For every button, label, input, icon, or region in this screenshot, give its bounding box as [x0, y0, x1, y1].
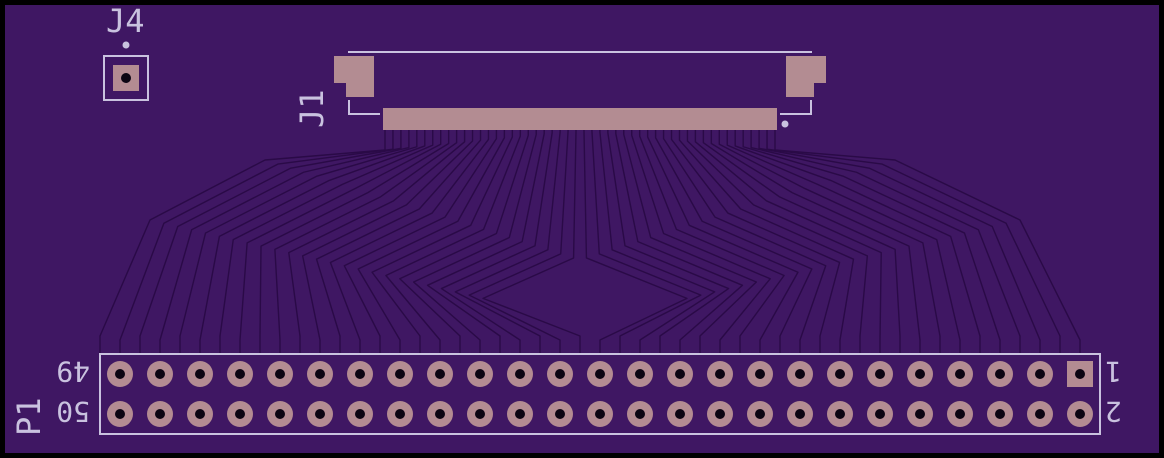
header-drill-hole [1075, 369, 1085, 379]
trace [426, 129, 545, 355]
header-drill-hole [1075, 409, 1085, 419]
j4-pin1-dot [122, 41, 130, 49]
trace [440, 129, 553, 355]
pin-50-label: 50 [56, 395, 90, 428]
header-drill-hole [755, 369, 765, 379]
j1-contact-row [383, 108, 777, 130]
j4-reference-label: J4 [106, 2, 145, 40]
header-drill-hole [195, 409, 205, 419]
trace [615, 129, 744, 355]
header-drill-hole [1035, 369, 1045, 379]
header-drill-hole [475, 369, 485, 379]
header-drill-hole [955, 369, 965, 379]
pin-49-label: 49 [56, 355, 90, 388]
j4-silkscreen-outline [103, 55, 149, 101]
header-drill-hole [355, 409, 365, 419]
trace [591, 129, 702, 355]
p1-pins [107, 361, 1093, 427]
j1-right-mount-pad [786, 56, 826, 97]
header-drill-hole [435, 409, 445, 419]
header-drill-hole [515, 369, 525, 379]
header-drill-hole [515, 409, 525, 419]
header-drill-hole [635, 369, 645, 379]
soldermask-area [5, 5, 1159, 453]
trace [454, 129, 561, 355]
header-drill-hole [675, 409, 685, 419]
trace [631, 129, 771, 355]
header-drill-hole [475, 409, 485, 419]
header-drill-hole [715, 369, 725, 379]
header-drill-hole [555, 369, 565, 379]
j4-drill-hole [121, 73, 131, 83]
header-drill-hole [555, 409, 565, 419]
header-drill-hole [995, 409, 1005, 419]
trace [385, 129, 522, 355]
header-drill-hole [315, 369, 325, 379]
trace [399, 129, 529, 355]
header-drill-hole [835, 369, 845, 379]
j1-left-mount-pad [334, 56, 374, 97]
header-drill-hole [155, 369, 165, 379]
header-drill-hole [275, 369, 285, 379]
header-drill-hole [235, 409, 245, 419]
trace [670, 129, 841, 355]
trace [412, 129, 537, 355]
trace [646, 129, 799, 355]
p1-pin-header: P1 1 2 49 50 [10, 353, 1122, 436]
header-drill-hole [115, 369, 125, 379]
trace [343, 129, 498, 355]
p1-reference-label: P1 [10, 397, 48, 436]
j1-pin1-dot [781, 120, 789, 128]
trace [357, 129, 506, 355]
header-drill-hole [675, 369, 685, 379]
header-drill-hole [235, 369, 245, 379]
trace [662, 129, 827, 355]
p1-silkscreen-outline [99, 353, 1101, 435]
header-drill-hole [1035, 409, 1045, 419]
j4-test-point: J4 [103, 2, 149, 101]
trace [623, 129, 758, 355]
header-drill-hole [715, 409, 725, 419]
header-drill-hole [995, 369, 1005, 379]
trace [371, 129, 514, 355]
trace [482, 129, 581, 355]
trace [329, 129, 490, 355]
trace [583, 129, 688, 355]
header-drill-hole [315, 409, 325, 419]
header-drill-hole [955, 409, 965, 419]
j1-fpc-connector: J1 [293, 51, 826, 130]
trace [654, 129, 813, 355]
header-drill-hole [435, 369, 445, 379]
header-drill-hole [195, 369, 205, 379]
header-drill-hole [795, 409, 805, 419]
trace [315, 129, 482, 355]
header-drill-hole [875, 369, 885, 379]
header-drill-hole [275, 409, 285, 419]
j1-right-corner-bracket [780, 100, 812, 115]
pin-2-label: 2 [1105, 395, 1122, 428]
j1-reference-label: J1 [293, 89, 331, 128]
header-drill-hole [155, 409, 165, 419]
header-drill-hole [875, 409, 885, 419]
j1-left-corner-bracket [348, 100, 380, 115]
trace [468, 129, 569, 355]
pin-1-label: 1 [1105, 355, 1122, 388]
trace [599, 129, 716, 355]
header-drill-hole [915, 369, 925, 379]
header-drill-hole [835, 409, 845, 419]
header-drill-hole [755, 409, 765, 419]
header-drill-hole [355, 369, 365, 379]
header-drill-hole [795, 369, 805, 379]
header-drill-hole [595, 369, 605, 379]
header-drill-hole [395, 369, 405, 379]
header-drill-hole [635, 409, 645, 419]
header-drill-hole [915, 409, 925, 419]
trace [678, 129, 855, 355]
trace [638, 129, 785, 355]
header-drill-hole [115, 409, 125, 419]
header-drill-hole [595, 409, 605, 419]
trace [607, 129, 730, 355]
header-drill-hole [395, 409, 405, 419]
